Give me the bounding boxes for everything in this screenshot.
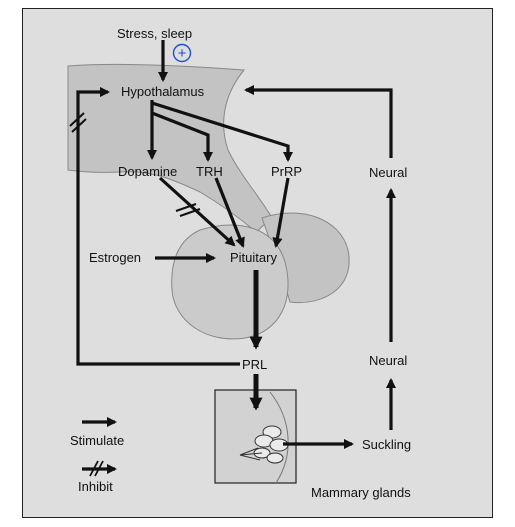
plus-annotation-circle — [172, 43, 192, 63]
label-stress-sleep: Stress, sleep — [117, 26, 192, 41]
hypothalamus-to-prrp-arrow — [151, 101, 294, 163]
legend-inhibit-mark-2 — [94, 460, 104, 477]
label-pituitary: Pituitary — [230, 250, 277, 265]
label-prl: PRL — [242, 357, 267, 372]
pituitary-lobe-left — [171, 224, 289, 340]
trh-to-pituitary-arrow — [214, 177, 245, 248]
legend-stimulate-label: Stimulate — [70, 433, 124, 448]
inhibit-mark-1 — [175, 203, 197, 212]
label-trh: TRH — [196, 164, 223, 179]
mammary-lobules-icon — [239, 425, 289, 464]
label-prrp: PrRP — [271, 164, 302, 179]
prrp-to-pituitary-arrow — [272, 177, 290, 249]
label-estrogen: Estrogen — [89, 250, 141, 265]
label-hypothalamus: Hypothalamus — [121, 84, 205, 99]
feedback-inhibit-mark-2 — [71, 118, 87, 133]
legend-inhibit-label: Inhibit — [78, 479, 113, 494]
inhibit-mark-2 — [179, 208, 201, 217]
breast-contour — [269, 391, 289, 484]
label-dopamine: Dopamine — [118, 164, 177, 179]
dopamine-to-pituitary-arrow — [158, 176, 236, 247]
legend-inhibit-mark-1 — [89, 460, 99, 477]
prl-feedback-arrow — [76, 86, 240, 366]
label-mammary-glands: Mammary glands — [311, 485, 411, 500]
neural-to-hypothalamus-arrow — [243, 84, 393, 158]
label-neural-upper: Neural — [369, 165, 407, 180]
plus-annotation-sign: + — [178, 45, 187, 62]
label-suckling: Suckling — [362, 437, 411, 452]
label-neural-lower: Neural — [369, 353, 407, 368]
hypothalamus-to-trh-arrow — [151, 111, 214, 163]
feedback-inhibit-mark-1 — [69, 112, 85, 127]
